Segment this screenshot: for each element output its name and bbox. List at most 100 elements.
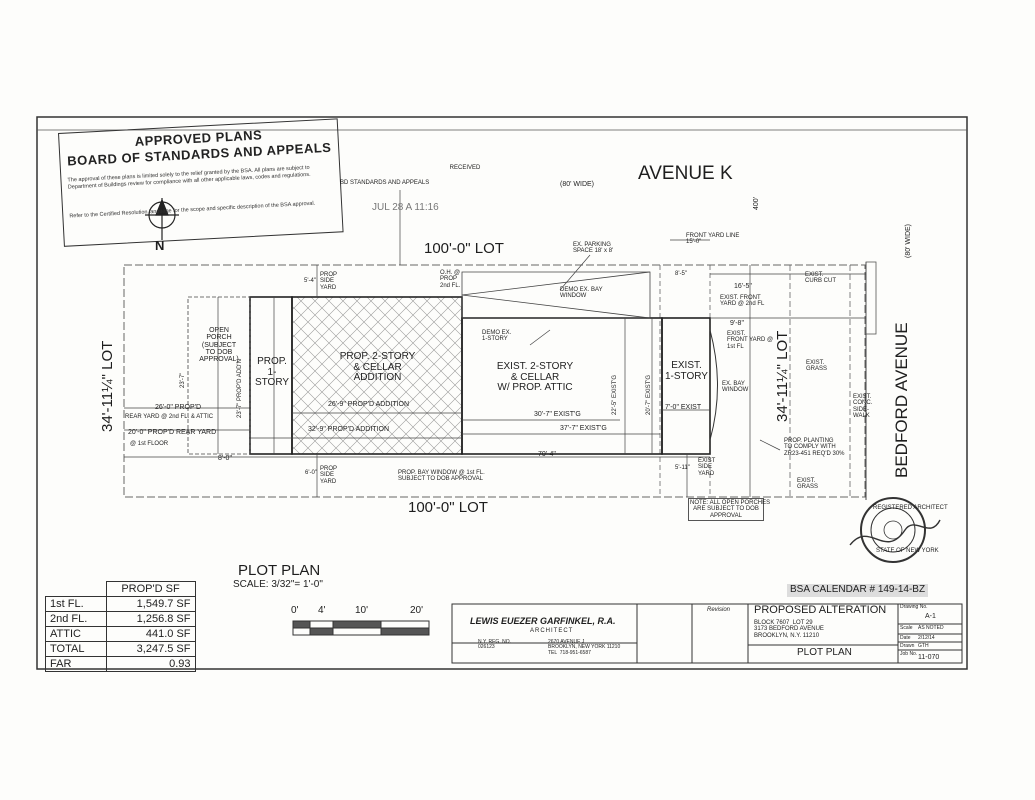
label-exist-grass-1: EXIST. GRASS bbox=[806, 360, 828, 373]
street-avenue-k-width: (80' WIDE) bbox=[560, 181, 595, 188]
seal-state: STATE OF NEW YORK bbox=[876, 548, 939, 554]
label-front-yard-line: FRONT YARD LINE 15'-0" bbox=[686, 233, 740, 246]
scale-value: AS NOTED bbox=[918, 625, 944, 631]
area-label: ATTIC bbox=[45, 626, 107, 642]
label-dim-23-7-prop: 23'-7" PROP'D ADD'N bbox=[237, 359, 243, 418]
label-rear-yard-1: @ 1st FLOOR bbox=[130, 441, 169, 447]
label-dim-6-0: 6'-0" bbox=[305, 470, 317, 476]
scale-label: Scale bbox=[900, 625, 913, 631]
scale-tick-0: 0' bbox=[291, 605, 299, 616]
label-dim-5-11: 5'-11" bbox=[675, 465, 690, 471]
job-value: 11-070 bbox=[918, 654, 940, 661]
table-row: 1st FL.1,549.7 SF bbox=[45, 596, 196, 612]
label-oh-prop: O.H. @ PROP 2nd FL. bbox=[440, 270, 461, 289]
label-exist-front-yard-2: EXIST. FRONT YARD @ 2nd FL bbox=[720, 295, 765, 308]
drawing-no-label: Drawing No. bbox=[900, 604, 928, 610]
area-label: 1st FL. bbox=[45, 596, 107, 612]
lot-line bbox=[123, 264, 866, 498]
label-exist-curb-cut: EXIST. CURB CUT bbox=[805, 272, 836, 285]
architect-name: LEWIS EUEZER GARFINKEL, R.A. bbox=[470, 616, 616, 626]
exist-1story bbox=[661, 317, 711, 455]
label-exist-conc: EXIST. CONC. SIDE- WALK bbox=[853, 394, 873, 419]
seal-ring-text: REGISTERED ARCHITECT bbox=[873, 505, 948, 511]
revision-label: Revision bbox=[707, 607, 731, 613]
label-prop-1story: PROP. 1- STORY bbox=[254, 356, 290, 388]
area-table: PROP'D SF 1st FL.1,549.7 SF 2nd FL.1,256… bbox=[45, 581, 196, 672]
area-value: 3,247.5 SF bbox=[105, 641, 196, 657]
north-label: N bbox=[155, 238, 165, 253]
parking-space bbox=[461, 271, 651, 319]
label-prop-planting: PROP. PLANTING TO COMPLY WITH ZR23-451 R… bbox=[784, 438, 845, 457]
label-exist-grass-2: EXIST. GRASS bbox=[797, 478, 819, 491]
area-table-header: PROP'D SF bbox=[105, 581, 196, 597]
prop-2story-addition bbox=[291, 296, 463, 455]
table-row: 2nd FL.1,256.8 SF bbox=[45, 611, 196, 627]
table-row: PROP'D SF bbox=[45, 581, 196, 597]
area-label: 2nd FL. bbox=[45, 611, 107, 627]
label-exist-side-yard: EXIST SIDE YARD bbox=[698, 458, 716, 477]
label-dim-9-8: 9'-8" bbox=[730, 320, 744, 327]
label-dim-16-5: 16'-5" bbox=[734, 283, 752, 290]
sheet-border bbox=[36, 116, 968, 670]
architect-sub: ARCHITECT bbox=[530, 628, 574, 634]
label-porch-note: NOTE: ALL OPEN PORCHES ARE SUBJECT TO DO… bbox=[688, 498, 770, 521]
label-dim-5-4: 5'-4" bbox=[304, 278, 316, 284]
label-exist-2story: EXIST. 2-STORY & CELLAR W/ PROP. ATTIC bbox=[496, 361, 574, 393]
label-exist-front-yard-1: EXIST. FRONT YARD @ 1st FL bbox=[727, 331, 774, 350]
street-bedford: BEDFORD AVENUE bbox=[892, 322, 911, 478]
lot-top-dim: 100'-0" LOT bbox=[424, 240, 504, 257]
label-bay-window-note: PROP. BAY WINDOW @ 1st FL. SUBJECT TO DO… bbox=[398, 470, 485, 483]
label-dim-32-9: 32'-9" PROP'D ADDITION bbox=[308, 426, 390, 433]
label-dim-26-0: 26'-0" PROP'D bbox=[155, 404, 202, 411]
stamp-paragraph-1: The approval of these plans is limited s… bbox=[67, 164, 311, 191]
label-dim-30-7: 30'-7" EXIST'G bbox=[534, 411, 581, 418]
approval-stamp: APPROVED PLANS BOARD OF STANDARDS AND AP… bbox=[58, 118, 344, 247]
label-exist-1story: EXIST. 1-STORY bbox=[665, 360, 708, 382]
street-avenue-k: AVENUE K bbox=[638, 163, 733, 184]
area-value: 441.0 SF bbox=[105, 626, 196, 642]
area-value: 0.93 bbox=[105, 656, 196, 672]
open-porch bbox=[187, 296, 251, 455]
drawn-label: Drawn bbox=[900, 643, 915, 649]
label-open-porch: OPEN PORCH (SUBJECT TO DOB APPROVAL) bbox=[199, 327, 239, 364]
architect-reg: N.Y. REG. NO. 026123 bbox=[478, 639, 511, 651]
label-dim-8-0: 8'-0" bbox=[218, 455, 232, 462]
label-dim-8-5: 8'-5" bbox=[675, 271, 687, 277]
scale-tick-20: 20' bbox=[410, 605, 424, 616]
label-ex-parking: EX. PARKING SPACE 18' x 8' bbox=[573, 242, 614, 255]
label-dim-37-7: 37'-7" EXIST'G bbox=[560, 425, 607, 432]
lot-bottom-dim: 100'-0" LOT bbox=[408, 499, 488, 516]
label-dim-23-7: 23'-7" bbox=[180, 372, 186, 388]
label-ex-bay-window: EX. BAY WINDOW bbox=[722, 381, 749, 394]
label-dim-20-7: 20'-7" EXIST'G bbox=[646, 374, 652, 415]
label-dim-22-5: 22'-5" EXIST'G bbox=[612, 374, 618, 415]
label-dim-20-0: 20'-0" PROP'D REAR YARD bbox=[128, 429, 217, 436]
lot-left-dim: 34'-11¼" LOT bbox=[99, 340, 116, 432]
label-side-yard-top: PROP SIDE YARD bbox=[320, 272, 338, 291]
label-rear-yard-2: REAR YARD @ 2nd FL. & ATTIC bbox=[125, 414, 214, 420]
job-label: Job No. bbox=[900, 651, 918, 657]
project-detail: BLOCK 7607 LOT 29 3173 BEDFORD AVENUE BR… bbox=[754, 620, 824, 639]
area-value: 1,549.7 SF bbox=[105, 596, 196, 612]
sheet-title: PLOT PLAN bbox=[797, 647, 852, 658]
bsa-calendar: BSA CALENDAR # 149-14-BZ bbox=[787, 584, 929, 597]
area-label: TOTAL bbox=[45, 641, 107, 657]
label-dim-70-4: 70'-4" bbox=[538, 451, 556, 458]
plot-plan-title: PLOT PLAN bbox=[238, 562, 321, 579]
drawing-no: A-1 bbox=[925, 613, 936, 620]
date-label: Date bbox=[900, 635, 911, 641]
label-dim-7-0: 7'-0" EXIST bbox=[665, 404, 702, 411]
received-stamp-3: JUL 28 A 11:16 bbox=[372, 202, 439, 213]
received-stamp-1: RECEIVED bbox=[449, 165, 481, 171]
project-title: PROPOSED ALTERATION bbox=[754, 604, 887, 616]
architect-address: 2670 AVENUE J BROOKLYN, NEW YORK 11210 T… bbox=[548, 639, 621, 656]
received-stamp-2: BD STANDARDS AND APPEALS bbox=[340, 180, 430, 186]
graphic-scale bbox=[292, 620, 430, 636]
date-value: 2/12/14 bbox=[918, 635, 935, 641]
scale-tick-4: 4' bbox=[318, 605, 326, 616]
north-arrow-icon bbox=[145, 198, 179, 240]
label-demo-1story: DEMO EX. 1-STORY bbox=[482, 330, 512, 343]
